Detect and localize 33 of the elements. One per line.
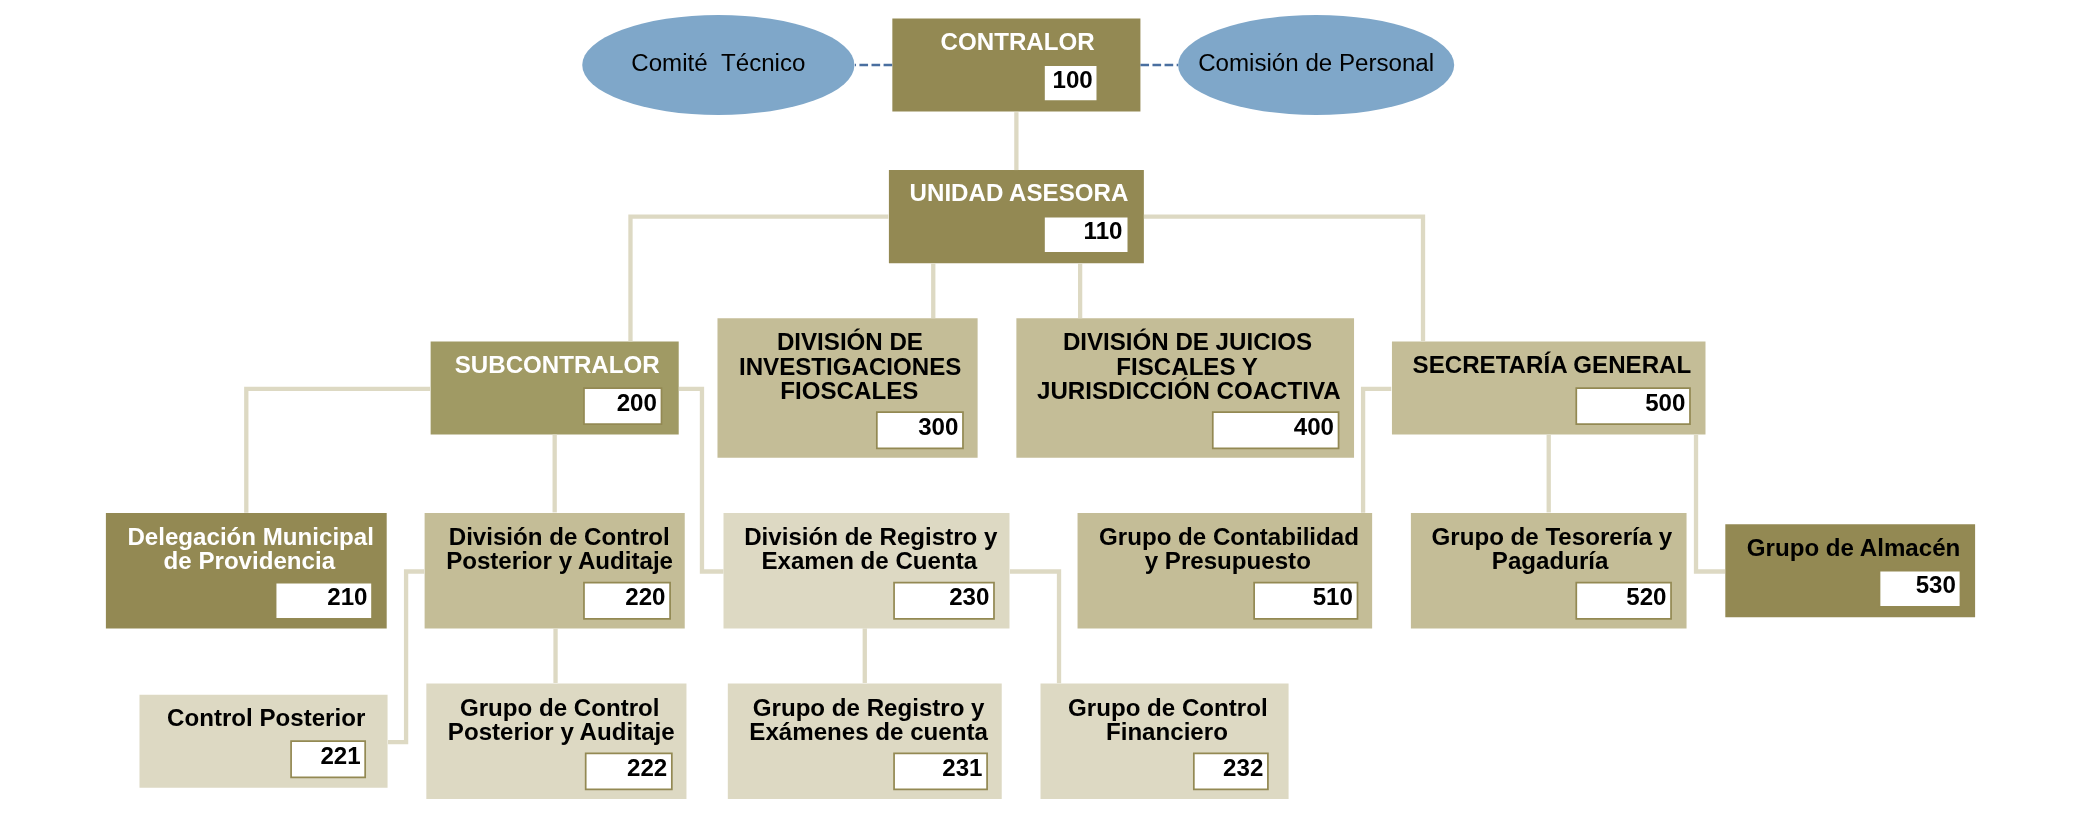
connector [1140, 63, 1179, 67]
node-box: Grupo de Contabilidad y Presupuesto 510 [1077, 512, 1373, 629]
connector [244, 386, 431, 513]
connector [1546, 434, 1551, 513]
connector [1014, 112, 1019, 171]
node-box: Delegación Municipal de Providencia 210 [105, 512, 387, 629]
node-box: Grupo de Registro y Exámenes de cuenta 231 [727, 683, 1002, 799]
connector [388, 569, 425, 745]
node-box: División de Control Posterior y Auditaje 220 [424, 512, 685, 629]
node-ellipse: Comisión de Personal [1178, 15, 1455, 115]
connector [931, 263, 936, 319]
connector [1143, 214, 1426, 342]
connector [678, 386, 724, 574]
connector [1009, 569, 1062, 684]
node-box: DIVISIÓN DE JUICIOS FISCALES Y JURISDICCIÓN COACTIVA 400 [1016, 318, 1355, 458]
node-box: Grupo de Almacén 530 [1725, 524, 1976, 618]
node-box: UNIDAD ASESORA 110 [888, 170, 1144, 264]
node-box: DIVISIÓN DE INVESTIGACIONES FIOSCALES 300 [717, 318, 978, 458]
node-ellipse: Comité Técnico [582, 15, 855, 115]
node-box: Control Posterior 221 [139, 694, 388, 788]
connector [553, 628, 558, 683]
node-box: CONTRALOR 100 [892, 18, 1141, 112]
node-box: Grupo de Control Financiero 232 [1040, 683, 1289, 799]
connector [628, 214, 889, 342]
node-box: SUBCONTRALOR 200 [430, 341, 679, 435]
node-box: Grupo de Tesorería y Pagaduría 520 [1410, 512, 1687, 629]
node-box: División de Registro y Examen de Cuenta 230 [723, 512, 1010, 629]
connector [854, 63, 893, 67]
connector [862, 628, 867, 683]
node-box: SECRETARÍA GENERAL 500 [1391, 341, 1706, 435]
connector [552, 434, 557, 513]
connector [1077, 263, 1083, 319]
node-box: Grupo de Control Posterior y Auditaje 222 [426, 683, 687, 799]
